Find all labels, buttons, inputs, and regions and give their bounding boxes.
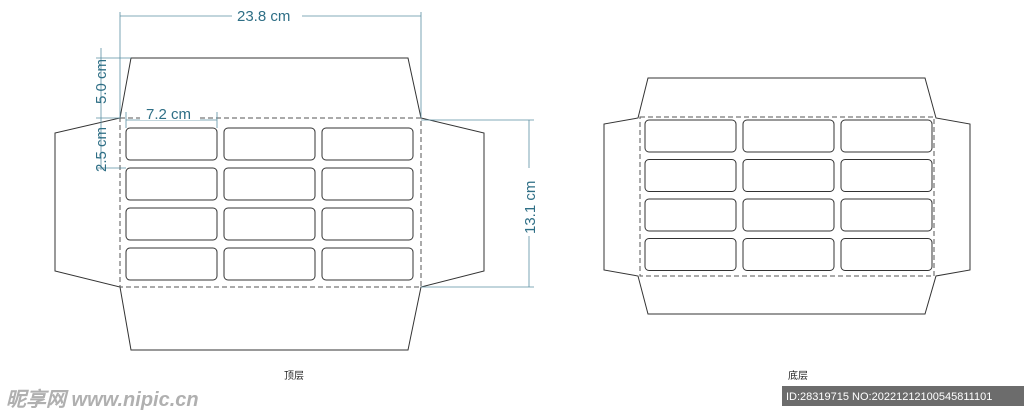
bottom-layer-cell-4-1	[644, 238, 737, 271]
top-layer-cell-3-1	[125, 207, 218, 241]
top-layer-cells	[125, 127, 414, 281]
top-layer-dieline	[54, 57, 485, 351]
bottom-layer-cell-1-1	[644, 119, 737, 153]
top-layer-cell-2-1	[125, 167, 218, 201]
bottom-layer-dieline	[603, 77, 971, 315]
watermark-left: 昵享网 www.nipic.cn	[6, 388, 199, 411]
bottom-layer-cell-2-1	[644, 159, 737, 192]
top-layer-cell-4-2	[223, 247, 316, 281]
top-layer-cell-1-1	[125, 127, 218, 161]
watermark-right-background	[782, 386, 1024, 406]
bottom-layer-cell-3-3	[840, 198, 933, 232]
top-layer-fold-line	[119, 117, 422, 288]
height-dimension-label: 13.1 cm	[522, 181, 539, 234]
top-layer-cell-1-2	[223, 127, 316, 161]
side-margin-dimension-label: 2.5 cm	[93, 127, 110, 172]
top-layer-cell-1-3	[321, 127, 414, 161]
bottom-layer-cell-1-3	[840, 119, 933, 153]
top-layer-cell-4-1	[125, 247, 218, 281]
bottom-layer-cell-3-2	[742, 198, 835, 232]
top-flap-dimension-label: 5.0 cm	[93, 59, 110, 104]
top-layer-cell-3-2	[223, 207, 316, 241]
width-dimension-label: 23.8 cm	[237, 8, 290, 25]
bottom-layer-caption: 底层	[788, 369, 808, 382]
top-layer-cell-4-3	[321, 247, 414, 281]
bottom-layer-cells	[644, 119, 933, 271]
cell-width-dimension-label: 7.2 cm	[146, 106, 191, 123]
top-layer-cell-2-3	[321, 167, 414, 201]
top-layer-cell-2-2	[223, 167, 316, 201]
bottom-layer-cell-4-2	[742, 238, 835, 271]
bottom-layer-cell-2-2	[742, 159, 835, 192]
top-layer-cell-3-3	[321, 207, 414, 241]
bottom-layer-fold-line	[639, 116, 935, 277]
top-layer-caption: 顶层	[284, 370, 304, 382]
watermark-right: ID:28319715 NO:20221212100545811101	[786, 391, 992, 403]
top-layer-outline	[54, 57, 485, 351]
bottom-layer-cell-4-3	[840, 238, 933, 271]
bottom-layer-cell-3-1	[644, 198, 737, 232]
bottom-layer-outline	[603, 77, 971, 315]
bottom-layer-cell-2-3	[840, 159, 933, 192]
bottom-layer-cell-1-2	[742, 119, 835, 153]
